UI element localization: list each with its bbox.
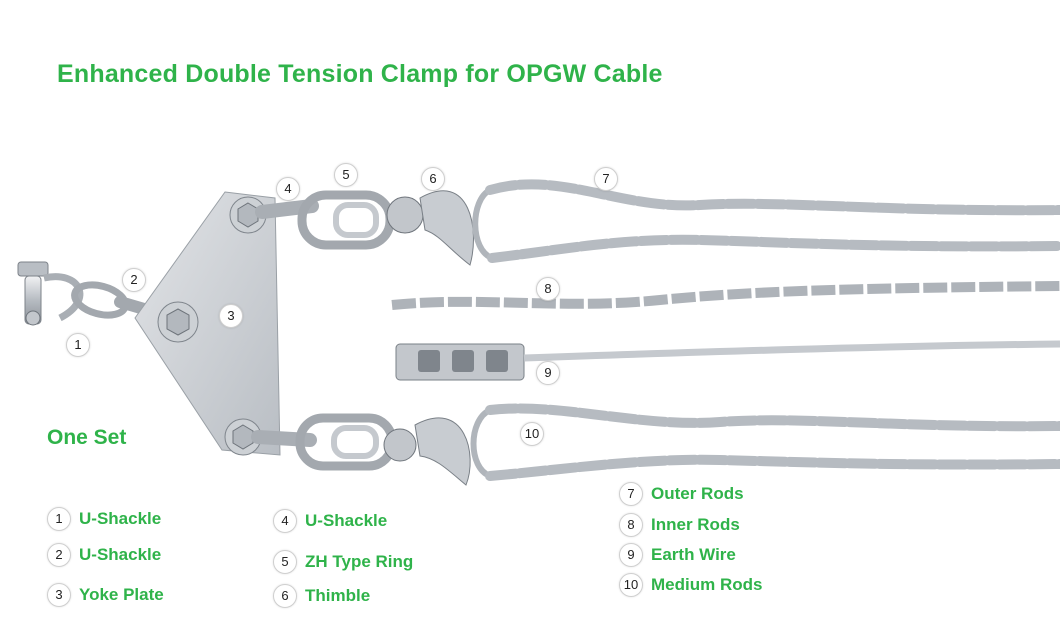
set-label: One Set <box>47 426 127 449</box>
legend-item-10: 10 Medium Rods <box>619 573 762 597</box>
callout-9: 9 <box>536 361 560 385</box>
callout-4: 4 <box>276 177 300 201</box>
earth-wire <box>395 340 1060 381</box>
legend-number: 9 <box>619 543 643 567</box>
legend-item-7: 7 Outer Rods <box>619 482 744 506</box>
outer-rods <box>472 179 1060 263</box>
legend-item-5: 5 ZH Type Ring <box>273 550 413 574</box>
lower-ring-assembly <box>251 413 471 486</box>
inner-rods <box>391 281 1060 310</box>
callout-2: 2 <box>122 268 146 292</box>
legend-label: U-Shackle <box>79 545 162 564</box>
legend-item-1: 1 U-Shackle <box>47 507 161 531</box>
legend-number: 6 <box>273 584 297 608</box>
legend-number: 2 <box>47 543 71 567</box>
legend-label: ZH Type Ring <box>305 552 414 571</box>
callout-3: 3 <box>219 304 243 328</box>
callout-10: 10 <box>520 422 544 446</box>
page-title: Enhanced Double Tension Clamp for OPGW C… <box>57 60 663 88</box>
legend-number: 4 <box>273 509 297 533</box>
legend-label: Yoke Plate <box>79 585 164 604</box>
u-shackle-1 <box>17 261 84 326</box>
legend-label: Outer Rods <box>651 484 744 503</box>
legend-number: 5 <box>273 550 297 574</box>
yoke-plate <box>134 191 281 456</box>
legend-label: Inner Rods <box>651 515 740 534</box>
callout-7: 7 <box>594 167 618 191</box>
callout-6: 6 <box>421 167 445 191</box>
upper-ring-assembly <box>255 190 474 266</box>
callout-8: 8 <box>536 277 560 301</box>
legend-label: U-Shackle <box>79 509 162 528</box>
legend-item-3: 3 Yoke Plate <box>47 583 164 607</box>
legend-label: U-Shackle <box>305 511 388 530</box>
legend-label: Medium Rods <box>651 575 763 594</box>
legend-item-8: 8 Inner Rods <box>619 513 740 537</box>
legend-number: 1 <box>47 507 71 531</box>
legend-number: 3 <box>47 583 71 607</box>
legend-number: 8 <box>619 513 643 537</box>
legend-item-9: 9 Earth Wire <box>619 543 736 567</box>
legend-label: Earth Wire <box>651 545 736 564</box>
legend-item-2: 2 U-Shackle <box>47 543 161 567</box>
legend-item-4: 4 U-Shackle <box>273 509 387 533</box>
legend-number: 10 <box>619 573 643 597</box>
callout-1: 1 <box>66 333 90 357</box>
legend-item-6: 6 Thimble <box>273 584 370 608</box>
legend-label: Thimble <box>305 586 371 605</box>
medium-rods <box>470 403 1060 481</box>
legend-number: 7 <box>619 482 643 506</box>
callout-5: 5 <box>334 163 358 187</box>
